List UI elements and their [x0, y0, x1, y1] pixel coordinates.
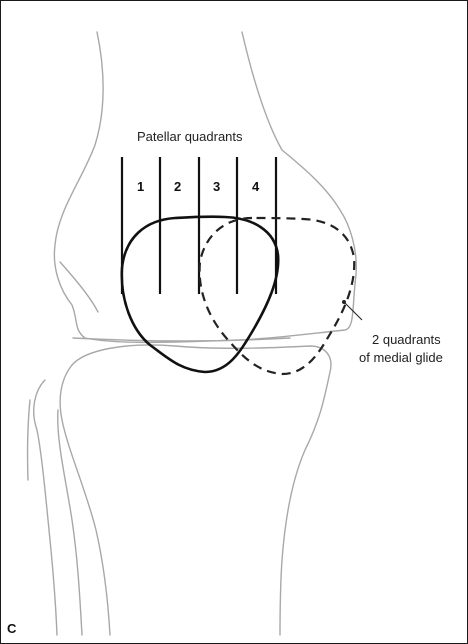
quadrant-lines: [122, 157, 276, 294]
quadrant-number-4: 4: [252, 179, 260, 194]
panel-label: C: [7, 621, 17, 636]
quadrant-number-2: 2: [174, 179, 181, 194]
annotation-leader-dot: [342, 300, 346, 304]
annotation-line-1: 2 quadrants: [372, 332, 441, 347]
diagram-title: Patellar quadrants: [137, 129, 243, 144]
quadrant-number-3: 3: [213, 179, 220, 194]
femur-outline: [54, 32, 356, 342]
quadrant-number-1: 1: [137, 179, 144, 194]
annotation-line-2: of medial glide: [359, 350, 443, 365]
tibia-outline: [60, 345, 331, 635]
fibula-outline: [28, 380, 82, 635]
